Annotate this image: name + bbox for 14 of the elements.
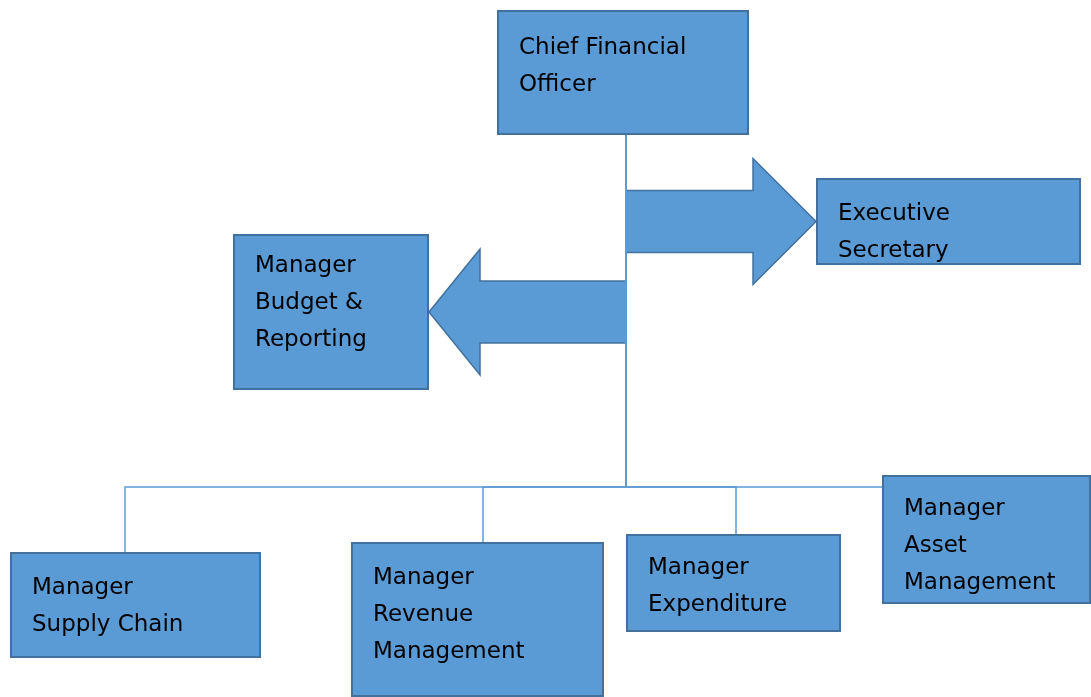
- org-box: [816, 178, 1081, 265]
- org-box: [233, 234, 429, 390]
- org-box: [626, 534, 841, 632]
- org-box: [351, 542, 604, 697]
- role-title: Manager Expenditure: [648, 552, 789, 618]
- role-title: Manager Supply Chain: [32, 572, 185, 638]
- org-box: [497, 10, 749, 135]
- role-title: Chief Financial Officer: [519, 32, 688, 98]
- role-title: Manager Asset Management: [904, 493, 1057, 596]
- role-title: Executive Secretary: [838, 198, 951, 264]
- role-title: Manager Revenue Management: [373, 562, 526, 665]
- org-box: [882, 475, 1091, 604]
- org-box: [10, 552, 261, 658]
- role-title: Manager Budget & Reporting: [255, 250, 368, 353]
